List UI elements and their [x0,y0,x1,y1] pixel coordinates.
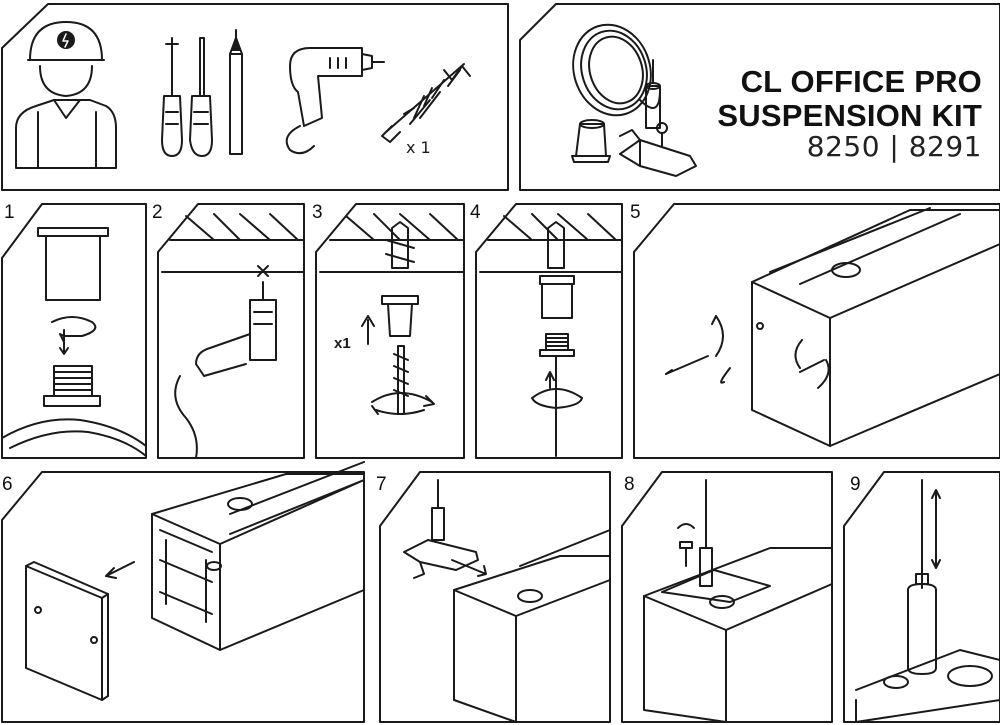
ceiling-canopy-icon [571,119,611,163]
step-6-panel [1,461,365,723]
step-4-panel [475,203,623,459]
drill-icon [285,47,385,155]
step-number-7: 7 [376,474,387,495]
step-9-panel [843,471,1000,723]
step-8-panel [621,471,833,723]
step-5-panel [633,203,1000,459]
anchor-qty-label: x 1 [406,138,431,157]
step-number-5: 5 [630,202,641,223]
step-number-8: 8 [624,474,635,495]
product-codes: 8250 | 8291 [806,130,982,163]
step-3-qty-label: x1 [334,335,351,352]
title-panel [519,3,1000,191]
product-title-line-2: SUSPENSION KIT [717,98,982,133]
screw-icon [656,122,668,147]
step-7-panel [379,471,611,723]
worker-icon [15,21,117,169]
step-number-2: 2 [152,202,163,223]
step-3-panel [315,203,465,459]
wall-anchor-icon [381,63,471,143]
step-1-panel [1,203,147,459]
step-number-6: 6 [2,474,13,495]
step-number-3: 3 [312,202,323,223]
product-title-line-1: CL OFFICE PRO [740,64,982,99]
screwdriver-icon [161,37,213,157]
step-number-4: 4 [470,202,481,223]
step-number-9: 9 [850,474,861,495]
pencil-icon [229,29,243,155]
cable-coil-icon [572,23,661,117]
tools-panel: x 1 [1,3,509,191]
mounting-bracket-icon [619,129,697,177]
step-2-panel [157,203,305,459]
cable-gripper-icon [645,59,661,129]
step-number-1: 1 [4,202,15,223]
